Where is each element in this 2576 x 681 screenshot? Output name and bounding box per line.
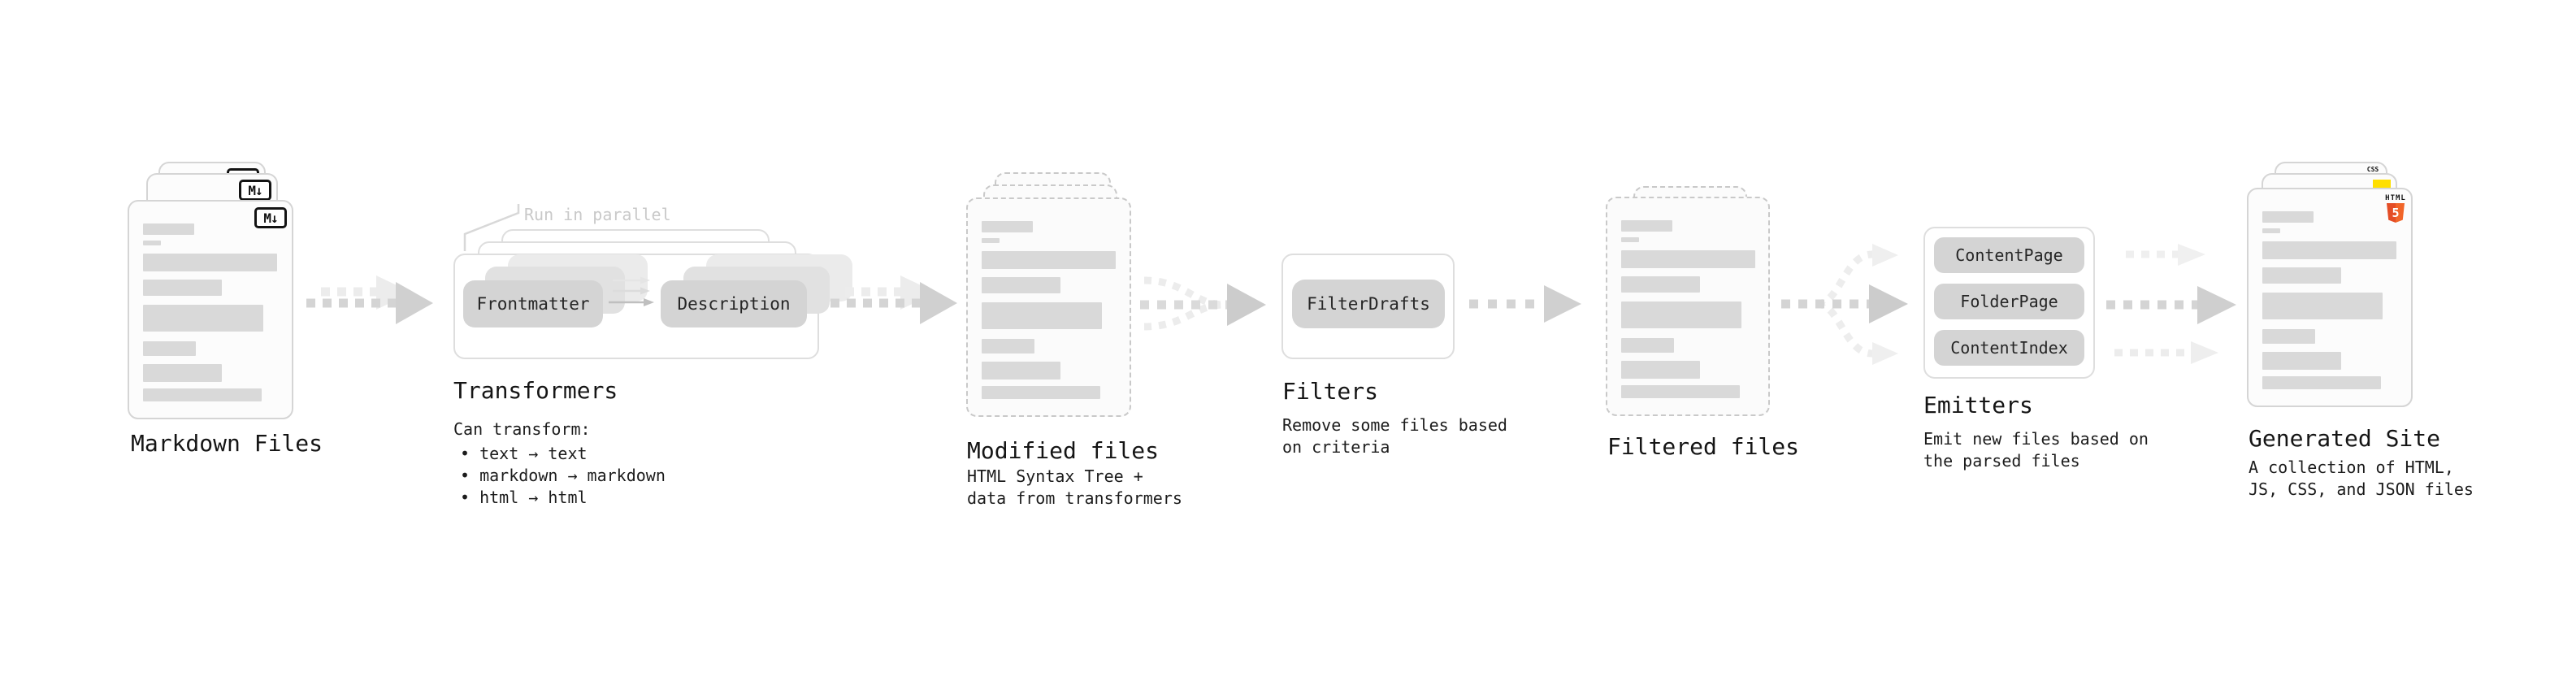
modified-files-description: HTML Syntax Tree + bbox=[967, 466, 1143, 486]
file-placeholder-bar bbox=[1621, 220, 1672, 232]
css-icon-text: CSS bbox=[2366, 166, 2379, 173]
emitter-pill-contentpage: ContentPage bbox=[1934, 237, 2084, 273]
flow-arrow-filters-to-filtered bbox=[1469, 285, 1581, 323]
emitters-description: the parsed files bbox=[1923, 451, 2080, 471]
file-placeholder-bar bbox=[1621, 361, 1700, 379]
emitters-description: Emit new files based on bbox=[1923, 429, 2149, 449]
file-placeholder-bar bbox=[982, 221, 1033, 232]
file-placeholder-bar bbox=[1621, 276, 1700, 293]
js-icon bbox=[2373, 180, 2391, 189]
file-card-front: M↓ bbox=[128, 200, 293, 419]
stage-label-filtered-files: Filtered files bbox=[1607, 433, 1800, 460]
flow-arrow-transformers-to-modified bbox=[830, 275, 957, 324]
file-placeholder-bar bbox=[982, 238, 1000, 243]
transformers-bullet: • text → text bbox=[460, 444, 588, 463]
stage-label-filters: Filters bbox=[1282, 378, 1379, 405]
stage-label-generated-site: Generated Site bbox=[2249, 425, 2441, 452]
file-placeholder-bar bbox=[1621, 385, 1740, 398]
pill-label: Frontmatter bbox=[476, 294, 590, 314]
file-content-bars bbox=[2249, 189, 2411, 389]
emitter-pill-folderpage: FolderPage bbox=[1934, 284, 2084, 319]
html5-icon-word: HTML bbox=[2385, 194, 2406, 202]
file-placeholder-bar bbox=[982, 251, 1116, 269]
flow-arrow-emitters-to-site bbox=[2106, 244, 2236, 364]
file-placeholder-bar bbox=[1621, 338, 1674, 353]
markdown-icon: M↓ bbox=[239, 180, 271, 201]
html5-icon-shield: 5 bbox=[2387, 203, 2405, 223]
file-content-bars bbox=[129, 202, 292, 401]
file-card-front bbox=[966, 197, 1131, 417]
filter-pill-filterdrafts: FilterDrafts bbox=[1292, 280, 1445, 328]
flow-arrow-markdown-to-transformers bbox=[306, 275, 433, 324]
file-placeholder-bar bbox=[143, 341, 196, 356]
file-placeholder-bar bbox=[982, 386, 1100, 399]
file-content-bars bbox=[968, 199, 1130, 399]
file-placeholder-bar bbox=[143, 305, 263, 332]
file-card-front bbox=[1606, 197, 1770, 416]
transformer-pill-frontmatter: Frontmatter bbox=[463, 280, 603, 327]
file-placeholder-bar bbox=[982, 362, 1060, 380]
file-placeholder-bar bbox=[982, 277, 1060, 293]
stage-modified-files: Modified files HTML Syntax Tree + data f… bbox=[966, 172, 1194, 514]
pill-label: Description bbox=[677, 294, 791, 314]
file-placeholder-bar bbox=[143, 223, 194, 235]
parallel-arrows bbox=[609, 276, 654, 306]
file-placeholder-bar bbox=[143, 241, 161, 245]
file-content-bars bbox=[1607, 198, 1768, 398]
file-placeholder-bar bbox=[143, 254, 277, 271]
html5-icon: HTML 5 bbox=[2385, 194, 2406, 223]
file-placeholder-bar bbox=[1621, 237, 1639, 242]
file-placeholder-bar bbox=[982, 339, 1034, 354]
file-placeholder-bar bbox=[143, 280, 222, 296]
file-placeholder-bar bbox=[143, 388, 262, 401]
filters-description: on criteria bbox=[1282, 437, 1390, 457]
transformer-pill-description: Description bbox=[661, 280, 807, 327]
pill-label: FolderPage bbox=[1960, 292, 2058, 311]
transformers-description-title: Can transform: bbox=[453, 419, 591, 439]
file-placeholder-bar bbox=[143, 364, 222, 382]
flow-arrow-modified-to-filters bbox=[1140, 276, 1266, 331]
stage-transformers: Run in parallel Frontmatter Description … bbox=[452, 202, 852, 544]
file-placeholder-bar bbox=[1621, 301, 1741, 328]
stage-filters: FilterDrafts Filters Remove some files b… bbox=[1281, 254, 1507, 497]
file-card-html: HTML 5 bbox=[2247, 188, 2413, 407]
file-placeholder-bar bbox=[2262, 211, 2314, 223]
file-placeholder-bar bbox=[1621, 250, 1755, 268]
file-placeholder-bar bbox=[2262, 329, 2315, 344]
stage-generated-site: CSS HTML 5 Generated Site A collection o… bbox=[2247, 162, 2474, 511]
generated-site-description: A collection of HTML, bbox=[2249, 458, 2454, 477]
stage-label-transformers: Transformers bbox=[453, 377, 618, 404]
file-placeholder-bar bbox=[2262, 352, 2341, 370]
pill-label: FilterDrafts bbox=[1307, 294, 1430, 314]
transformers-bullet: • markdown → markdown bbox=[460, 466, 666, 485]
file-placeholder-bar bbox=[2262, 241, 2396, 259]
file-placeholder-bar bbox=[2262, 293, 2383, 319]
stage-emitters: ContentPage FolderPage ContentIndex Emit… bbox=[1923, 227, 2149, 495]
file-placeholder-bar bbox=[2262, 267, 2341, 284]
generated-site-description: JS, CSS, and JSON files bbox=[2249, 479, 2474, 499]
filters-description: Remove some files based bbox=[1282, 415, 1507, 435]
stage-label-modified-files: Modified files bbox=[967, 437, 1160, 464]
stage-label-markdown-files: Markdown Files bbox=[131, 430, 323, 457]
file-placeholder-bar bbox=[982, 302, 1102, 329]
emitter-pill-contentindex: ContentIndex bbox=[1934, 330, 2084, 366]
markdown-icon: M↓ bbox=[254, 207, 287, 228]
file-placeholder-bar bbox=[2262, 376, 2381, 389]
stage-filtered-files: Filtered files bbox=[1606, 186, 1817, 511]
transformers-bullet: • html → html bbox=[460, 488, 588, 507]
modified-files-description: data from transformers bbox=[967, 488, 1182, 508]
flow-arrow-filtered-to-emitters bbox=[1781, 244, 1908, 365]
pill-label: ContentPage bbox=[1955, 245, 2063, 265]
run-in-parallel-annotation: Run in parallel bbox=[524, 205, 671, 224]
file-placeholder-bar bbox=[2262, 228, 2280, 233]
stage-label-emitters: Emitters bbox=[1923, 392, 2033, 419]
stage-markdown-files: M↓ M↓ M↓ Markdown Files bbox=[128, 162, 331, 503]
pill-label: ContentIndex bbox=[1950, 338, 2068, 358]
callout-leader-line bbox=[463, 204, 520, 251]
